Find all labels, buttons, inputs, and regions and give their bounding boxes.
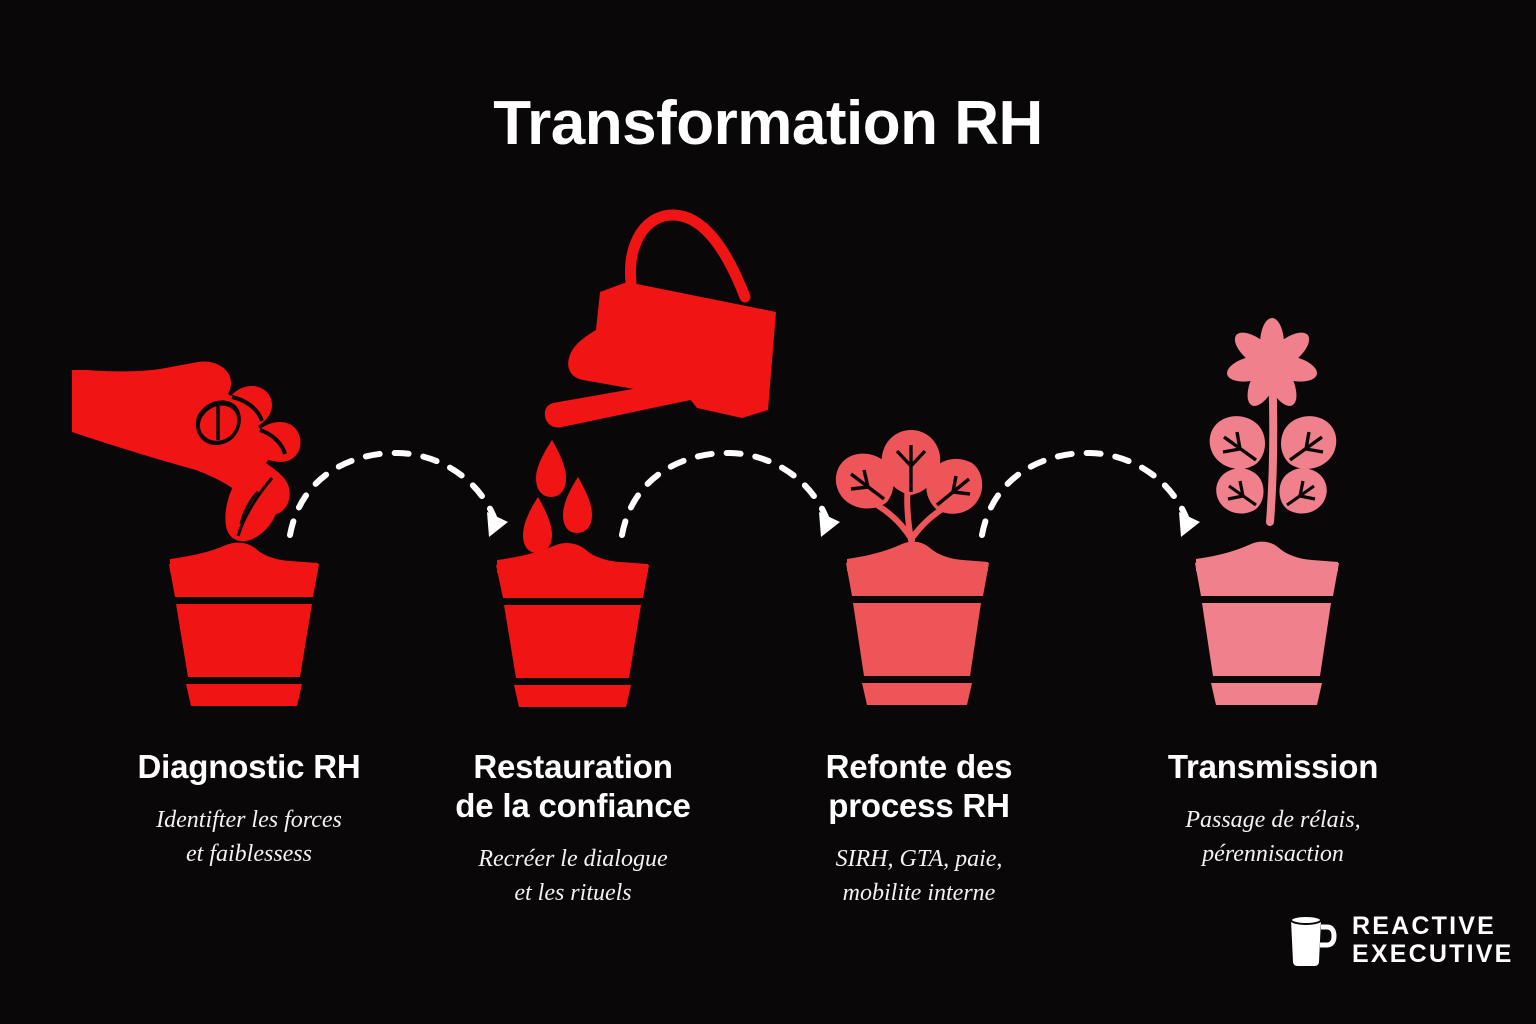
step-2-title: Restauration de la confiance (408, 748, 738, 826)
step-4-title: Transmission (1108, 748, 1438, 787)
step-3-subtitle: SIRH, GTA, paie, mobilite interne (754, 842, 1084, 910)
water-drop-2 (563, 477, 592, 533)
step-4-subtitle-line-2: pérennisaction (1202, 841, 1344, 868)
pot-stage-3 (846, 541, 989, 705)
brand-line-2: EXECUTIVE (1352, 940, 1514, 968)
step-2-title-line-1: Restauration (473, 748, 673, 785)
step-2-subtitle-line-2: et les rituels (514, 879, 632, 906)
pot-stage-1 (169, 542, 319, 706)
watering-can-icon (496, 209, 776, 707)
step-4-subtitle-line-1: Passage de rélais, (1185, 806, 1361, 833)
water-drop-1 (536, 440, 566, 497)
arrow-step3-to-step4 (979, 449, 1200, 538)
step-1-subtitle-line-1: Identifter les forces (156, 806, 342, 833)
step-1-title: Diagnostic RH (84, 748, 414, 787)
hand-planting-seed-icon (72, 361, 319, 706)
seedling-sprout-icon (835, 430, 989, 705)
step-3-title-line-2: process RH (828, 786, 1010, 824)
step-1-text-block: Diagnostic RH Identifter les forces et f… (84, 748, 414, 871)
water-drop-3 (523, 497, 552, 553)
flowering-plant-icon (1195, 318, 1339, 705)
step-3-text-block: Refonte des process RH SIRH, GTA, paie, … (754, 748, 1084, 910)
step-1-subtitle-line-2: et faiblessess (186, 841, 312, 868)
step-2-text-block: Restauration de la confiance Recréer le … (408, 748, 738, 910)
step-4-text-block: Transmission Passage de rélais, pérennis… (1108, 748, 1438, 871)
step-3-subtitle-line-2: mobilite interne (842, 879, 996, 906)
step-2-subtitle-line-1: Recréer le dialogue (478, 845, 668, 872)
flower-head (1227, 318, 1317, 406)
step-2-subtitle: Recréer le dialogue et les rituels (408, 842, 738, 910)
brand-wordmark: REACTIVE EXECUTIVE (1352, 912, 1514, 968)
step-4-subtitle: Passage de rélais, pérennisaction (1108, 803, 1438, 871)
step-4-title-line-1: Transmission (1167, 748, 1379, 785)
step-1-subtitle: Identifter les forces et faiblessess (84, 803, 414, 871)
page-title: Transformation RH (493, 89, 1043, 158)
step-3-subtitle-line-1: SIRH, GTA, paie, (835, 845, 1003, 872)
arrow-step1-to-step2 (287, 449, 508, 538)
step-3-title: Refonte des process RH (754, 748, 1084, 826)
step-3-title-line-1: Refonte des (825, 748, 1013, 785)
brand-line-1: REACTIVE (1352, 912, 1497, 940)
coffee-mug-icon (1290, 915, 1337, 966)
pot-stage-2 (496, 542, 649, 707)
brand-logo: REACTIVE EXECUTIVE (1288, 912, 1514, 968)
step-2-title-line-2: de la confiance (455, 786, 691, 824)
arrow-step2-to-step3 (619, 449, 840, 538)
step-1-title-line-1: Diagnostic RH (137, 748, 361, 785)
pot-stage-4 (1195, 541, 1339, 705)
